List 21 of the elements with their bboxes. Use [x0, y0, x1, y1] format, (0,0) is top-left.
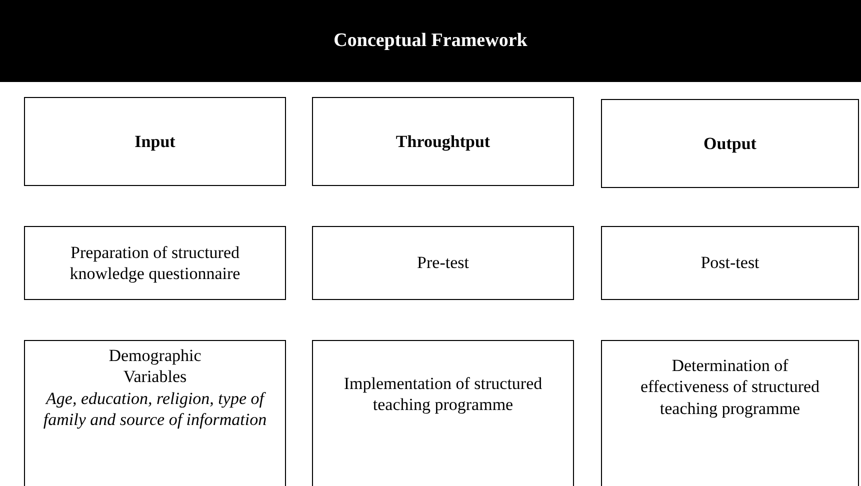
box-text: Throughtput [394, 130, 492, 152]
box-text: Preparation of structured knowledge questionnaire [68, 242, 242, 284]
title-band [0, 0, 861, 82]
detail-text: Age, education, religion, type of family and source of information [42, 388, 268, 430]
header-box [24, 97, 286, 186]
header-box [601, 99, 859, 188]
process-box [601, 340, 859, 486]
title: Conceptual Framework [332, 29, 528, 53]
header-box [312, 97, 574, 186]
process-box [312, 340, 574, 486]
box-text: Pre-test [416, 252, 470, 274]
box-text: Implementation of structured teaching programme [342, 373, 544, 416]
process-box [601, 226, 859, 300]
box-text: Input [134, 130, 176, 152]
process-box [312, 226, 574, 300]
box-text: Post-test [700, 252, 760, 274]
process-box [24, 226, 286, 300]
process-box [24, 340, 286, 486]
box-text: Demographic Variables [108, 345, 202, 388]
box-text: Determination of effectiveness of structured teaching programme [639, 355, 821, 419]
box-text: Output [702, 132, 758, 154]
